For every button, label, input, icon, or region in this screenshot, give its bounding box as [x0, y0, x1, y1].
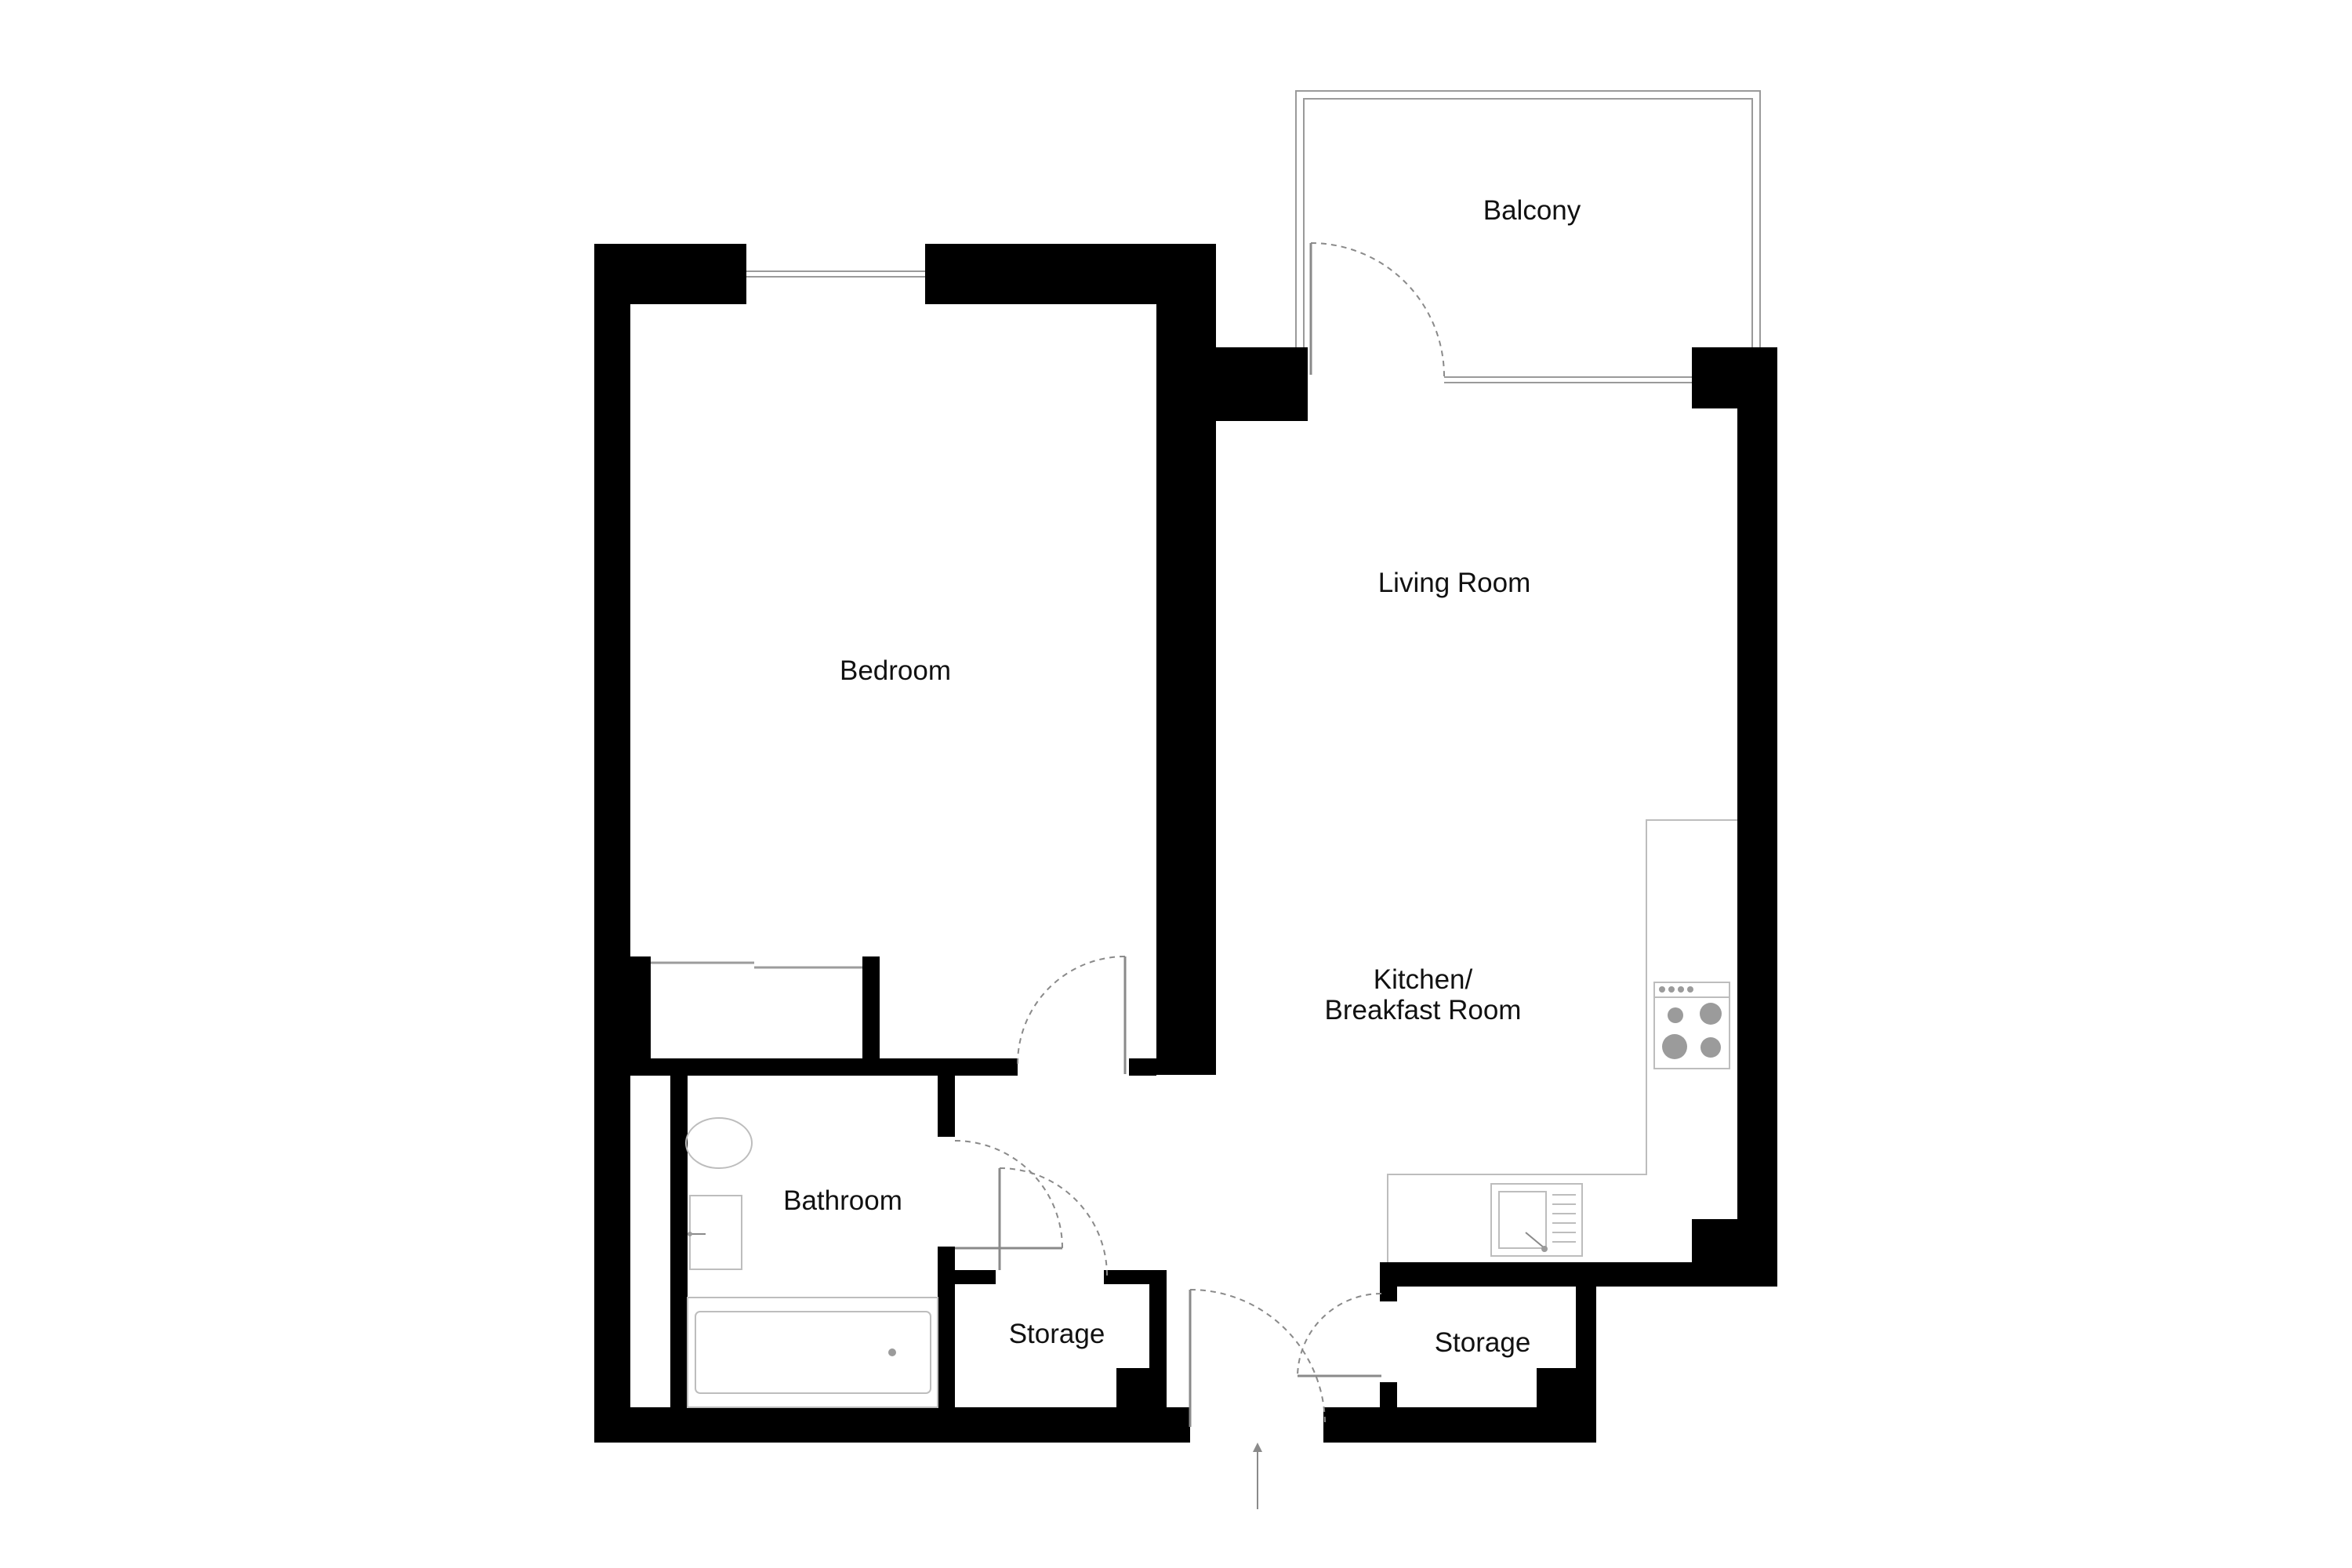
kitchen-label-line1: Kitchen/ [1374, 964, 1473, 995]
storage-right-label: Storage [1435, 1327, 1531, 1358]
storage-left-label: Storage [1009, 1319, 1105, 1349]
living-room-label: Living Room [1378, 568, 1531, 598]
bathroom-door[interactable] [954, 1140, 1063, 1250]
bathroom-label: Bathroom [783, 1185, 902, 1216]
bathtub-icon [687, 1297, 938, 1408]
basin-icon [688, 1195, 742, 1270]
balcony-outline [1295, 90, 1761, 383]
bedroom-door[interactable] [1017, 956, 1127, 1074]
hob-icon [1653, 982, 1730, 1069]
bedroom-label: Bedroom [840, 655, 951, 686]
entrance-door[interactable] [1189, 1289, 1326, 1427]
kitchen-counter [1387, 819, 1737, 1262]
wardrobe-doors [651, 961, 862, 969]
balcony-label: Balcony [1483, 195, 1581, 226]
storage-left-door[interactable] [998, 1167, 1108, 1276]
storage-right-door[interactable] [1297, 1293, 1382, 1378]
toilet-icon [685, 1117, 753, 1169]
kitchen-label-line2: Breakfast Room [1325, 995, 1522, 1025]
sink-icon [1490, 1183, 1583, 1257]
entrance-arrow-icon [1253, 1443, 1262, 1509]
balcony-door[interactable] [1309, 242, 1445, 377]
walls [594, 244, 1777, 1443]
bedroom-window [746, 270, 925, 278]
